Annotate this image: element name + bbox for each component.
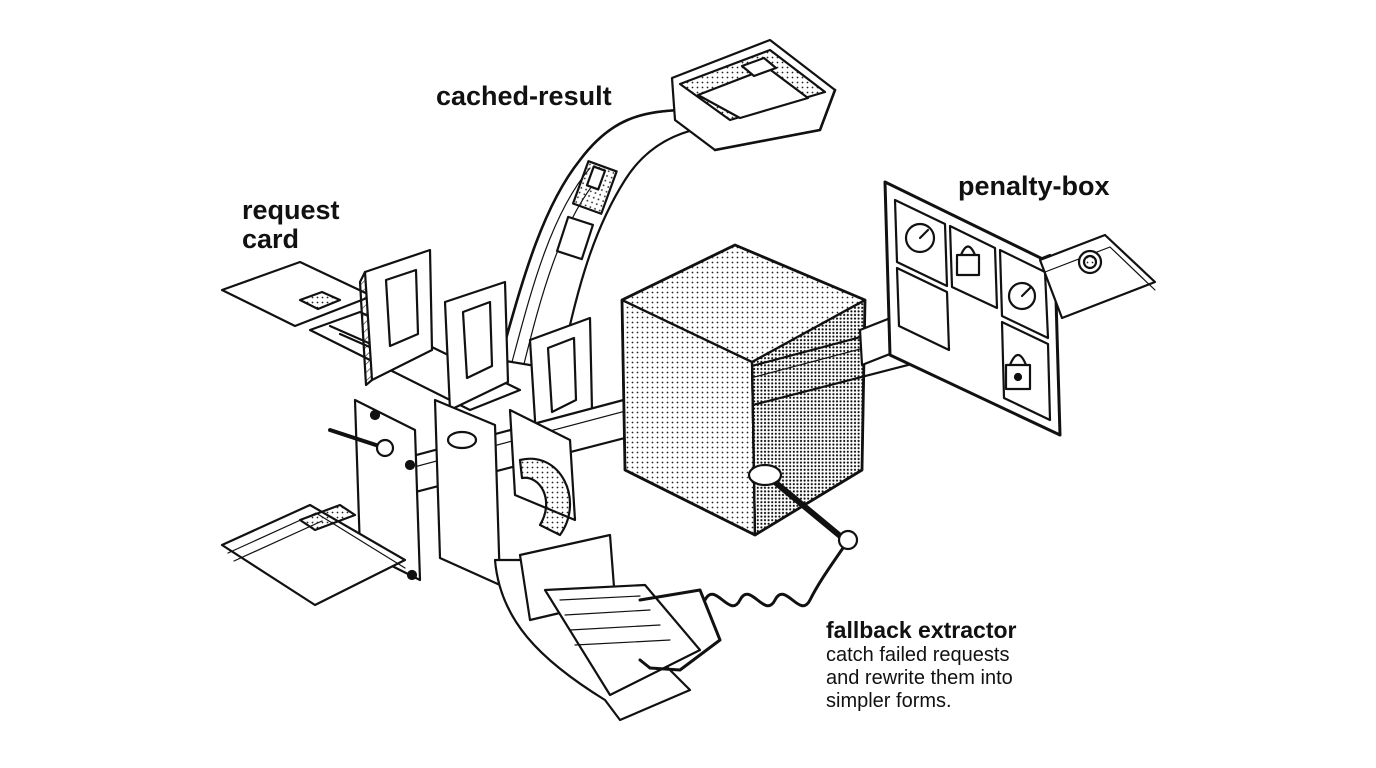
fallback-chute: [493, 533, 702, 722]
cached-result-label: cached-result: [436, 81, 612, 111]
input-clamp: [328, 398, 422, 582]
penalty-card-stack: [1038, 233, 1157, 320]
gate-frame-1: [358, 248, 434, 387]
fallback-desc-line2: and rewrite them into: [826, 667, 1013, 689]
cached-result-chute: [498, 108, 737, 372]
penalty-box-label: penalty-box: [958, 171, 1110, 201]
request-card-label: request card: [242, 196, 340, 254]
fallback-title: fallback extractor: [826, 617, 1017, 643]
request-card-stack-bottom: [220, 503, 407, 607]
extractor-claw: [638, 588, 722, 672]
cached-result-tray: [670, 38, 837, 152]
fallback-desc-line3: simpler forms.: [826, 690, 952, 712]
request-card-label-line2: card: [242, 224, 300, 254]
processing-cube: [620, 243, 867, 537]
fallback-desc-line1: catch failed requests: [826, 644, 1010, 666]
extractor-spring: [703, 463, 859, 608]
gate-frame-3: [528, 316, 594, 438]
penalty-box-panel: [883, 180, 1062, 437]
fallback-extractor-caption: fallback extractor catch failed requests…: [826, 618, 1016, 712]
request-card-label-line1: request: [242, 195, 340, 225]
gate-frame-2: [443, 280, 510, 412]
